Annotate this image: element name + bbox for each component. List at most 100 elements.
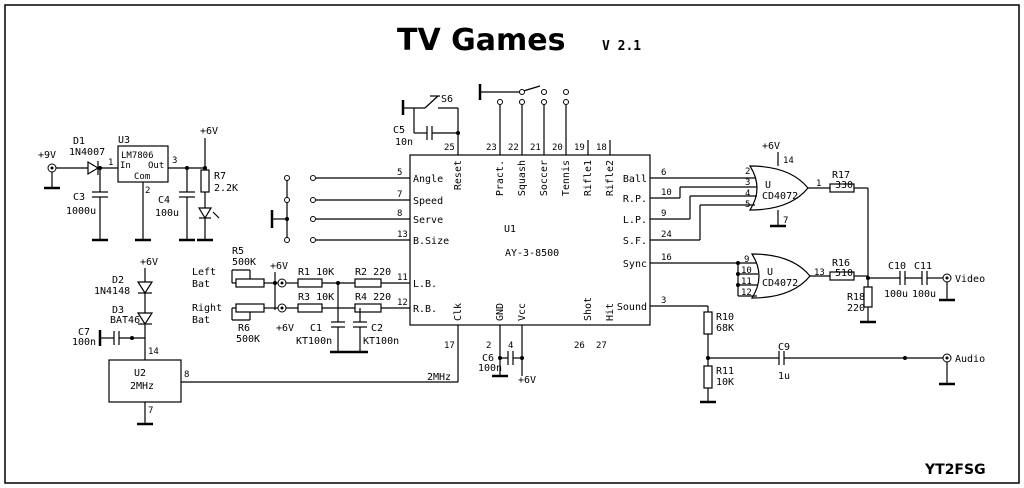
clock-section: +6V D2 1N4148 D3 BAT46 C7 100n U2 2MHz 1… [72,257,459,426]
c10-ref: C10 [888,261,906,272]
bat-controls: Left Bat Right Bat R5 500K +6V R6 500K +… [192,246,410,354]
u1-pin-label-2: Serve [413,215,443,226]
r11-value: 10K [716,377,734,388]
ua-part: CD4072 [762,191,798,202]
u1-pin-num-bottom-1: 2 [486,341,491,351]
ua-in1: 2 [745,167,750,177]
u1-pin-label-1: Speed [413,196,443,207]
ua-in3: 4 [745,189,750,199]
option-switches [270,175,410,243]
u1-pin-label-right-4: Sync [623,259,647,270]
u1-pin-num-left-2: 8 [397,209,402,219]
ub-out-num: 13 [814,268,825,278]
r4-resistor [354,303,382,313]
u1-pin-num-top-1: 23 [486,143,497,153]
ub-part: CD4072 [762,278,798,289]
ua-out-num: 1 [816,179,821,189]
d3-diode [136,312,154,326]
r6-value: 500K [236,334,260,345]
plus6v-label-psu: +6V [200,126,218,137]
left-bat-line1: Left [192,267,216,278]
d2-part: 1N4148 [94,286,130,297]
u1-pin-label-bottom-2: Vcc [517,303,528,321]
c7-ref: C7 [78,327,90,338]
u1-pin-label-top-6: Rifle2 [605,160,616,196]
plus6v-label-bat: +6V [270,261,288,272]
u3-pin-out: Out [148,161,164,171]
r1-label: R1 10K [298,267,334,278]
c4-ref: C4 [158,195,170,206]
u1-pin-label-right-3: S.F. [623,236,647,247]
audio-output: R10 68K R11 10K C9 1u Audio [650,305,985,404]
u2-oscillator [108,359,182,403]
r2-resistor [354,278,382,288]
plus6v-label-gate: +6V [762,141,780,152]
u1-pin-num-left-4: 11 [397,273,408,283]
u1-part: AY-3-8500 [505,248,559,259]
r18-ref: R18 [847,292,865,303]
u1-pin-num-right-3: 24 [661,230,672,240]
u1-pin-num-right-5: 3 [661,296,666,306]
r7-resistor [200,169,210,193]
u1-pin-label-top-1: Pract. [495,160,506,196]
d2-ref: D2 [112,275,124,286]
clock-net-label: 2MHz [427,372,451,383]
c11-value: 100u [912,289,936,300]
u1-pin-num-top-6: 18 [596,143,607,153]
video-output: R18 220 C10 100u C11 100u Video [847,261,985,324]
u1-pin-label-top-4: Tennis [561,160,572,196]
c1-value: KT100n [296,336,332,347]
reset-section: S6 C5 10n [393,94,460,155]
r10-resistor [703,311,713,335]
u1-pin-num-bottom-3: 26 [574,341,585,351]
c6-value: 100n [478,363,502,374]
u2-pin-gnd-num: 7 [148,406,153,416]
ub-in4: 12 [741,288,752,298]
u1-pin-num-top-0: 25 [444,143,455,153]
plus6v-label-u1: +6V [518,375,536,386]
r17-ref: R17 [832,170,850,181]
r5-value: 500K [232,257,256,268]
u1-pin-label-bottom-1: GND [495,303,506,321]
u1-supply: C6 100n +6V [478,325,536,386]
r5-ref: R5 [232,246,244,257]
ua-vcc-num: 14 [783,156,794,166]
c4-value: 100u [155,208,179,219]
u3-pin-in: In [120,161,131,171]
u1-pin-num-left-5: 12 [397,298,408,308]
u1-pin-label-0: Angle [413,174,443,185]
c2-ref: C2 [371,323,383,334]
r17-value: 330 [835,180,853,191]
u1-pin-num-top-5: 19 [574,143,585,153]
version: V 2.1 [602,39,641,54]
plus6v-label-clk: +6V [140,257,158,268]
ua-gnd-num: 7 [783,216,788,226]
ub-in2: 10 [741,266,752,276]
u1-pin-num-left-3: 13 [397,230,408,240]
u1-pin-num-top-3: 21 [530,143,541,153]
u1-pin-label-bottom-4: Hit [605,303,616,321]
audio-label: Audio [955,354,985,365]
r16-ref: R16 [832,258,850,269]
ub-ref: U [767,267,773,278]
c5-ref: C5 [393,125,405,136]
author: YT2FSG [924,462,986,478]
c6-ref: C6 [482,353,494,364]
led-icon [197,207,213,220]
u1-pin-num-bottom-0: 17 [444,341,455,351]
d2-diode [136,281,154,295]
ua-or-gate [748,165,809,211]
c5-value: 10n [395,137,413,148]
ua-in2: 3 [745,178,750,188]
d1-ref: D1 [73,136,85,147]
r7-ref: R7 [214,171,226,182]
c3-value: 1000u [66,206,96,217]
right-bat-line1: Right [192,303,222,314]
c1-ref: C1 [310,323,322,334]
u1-pin-label-top-3: Soccer [539,160,550,196]
r3-resistor [297,303,323,313]
title: TV Games [397,23,565,58]
u2-ref: U2 [134,368,146,379]
u1-pin-num-right-0: 6 [661,168,666,178]
